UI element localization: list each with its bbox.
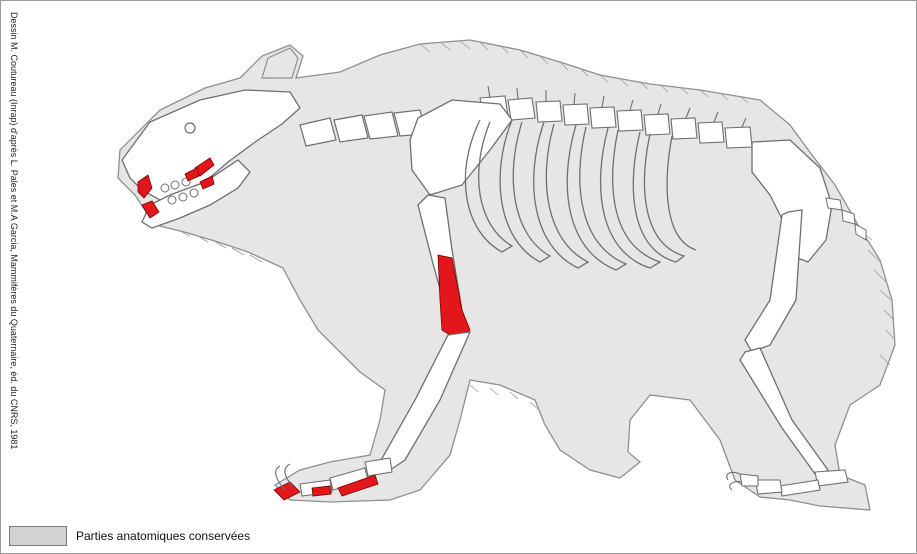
- eye-socket: [185, 123, 195, 133]
- legend: Parties anatomiques conservées: [9, 525, 250, 547]
- legend-label: Parties anatomiques conservées: [76, 529, 250, 543]
- legend-swatch: [9, 526, 67, 546]
- ear: [262, 48, 298, 78]
